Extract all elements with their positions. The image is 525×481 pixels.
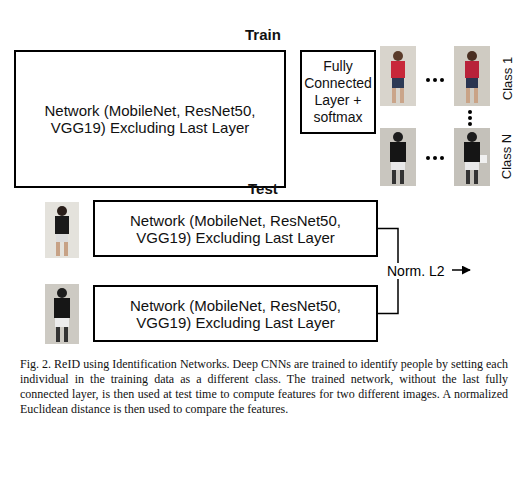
class-label: Class 1 — [500, 56, 515, 99]
person-photo — [45, 202, 79, 258]
output-arrow — [452, 269, 470, 271]
person-photo — [454, 128, 490, 186]
person-photo — [45, 284, 79, 344]
figure-caption: Fig. 2. ReID using Identification Networ… — [20, 357, 508, 417]
person-photo — [454, 46, 490, 106]
section-heading: Train — [245, 26, 281, 43]
node-label: Network (MobileNet, ResNet50, VGG19) Exc… — [95, 212, 376, 246]
layer-box: Fully Connected Layer + softmax — [300, 50, 376, 134]
person-photo — [380, 128, 416, 186]
text-wrap: Network (MobileNet, ResNet50, VGG19) Exc… — [95, 212, 376, 246]
node-label: Network (MobileNet, ResNet50, VGG19) Exc… — [16, 102, 284, 136]
network-box: Network (MobileNet, ResNet50, VGG19) Exc… — [93, 200, 378, 257]
node-label: Network (MobileNet, ResNet50, VGG19) Exc… — [95, 297, 376, 331]
node-label: Fully Connected Layer + softmax — [302, 58, 374, 126]
network-box: Network (MobileNet, ResNet50, VGG19) Exc… — [14, 50, 286, 188]
text-wrap: Fully Connected Layer + softmax — [302, 58, 374, 126]
person-photo — [380, 46, 416, 106]
network-box: Network (MobileNet, ResNet50, VGG19) Exc… — [93, 285, 378, 342]
text-wrap: Network (MobileNet, ResNet50, VGG19) Exc… — [16, 102, 284, 136]
class-label: Class N — [499, 133, 514, 179]
edge-label: Norm. L2 — [386, 263, 446, 279]
text-wrap: Network (MobileNet, ResNet50, VGG19) Exc… — [95, 297, 376, 331]
section-heading: Test — [248, 180, 278, 197]
